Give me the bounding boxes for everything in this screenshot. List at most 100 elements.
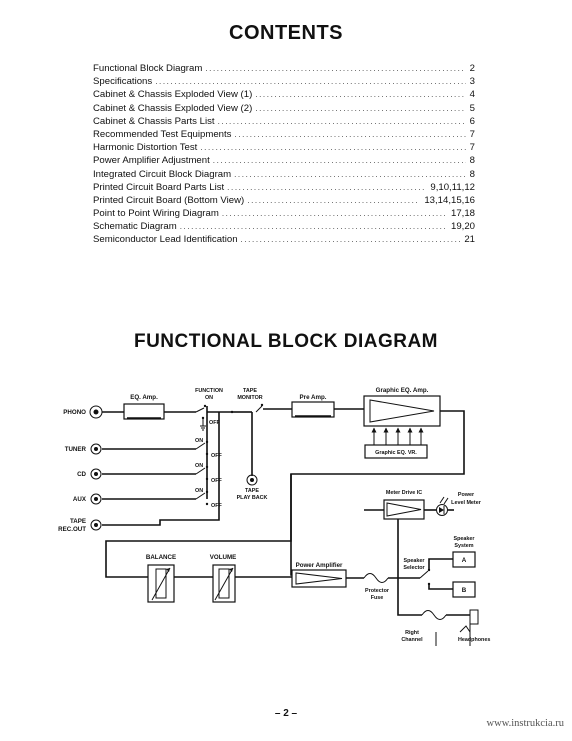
cd-jack-icon [90,468,102,480]
tape-playback-label-line2: PLAY BACK [237,495,268,501]
toc-label: Cabinet & Chassis Exploded View (1) [93,89,253,101]
speaker-a-line [428,558,453,570]
table-of-contents: Functional Block Diagram................… [93,62,475,247]
toc-leader-dots: ........................................… [227,182,426,192]
headphones-label: Headphones [458,637,490,643]
graphic-eq-vr-label: Graphic EQ. VR. [375,450,417,456]
protector-fuse-icon [363,573,389,583]
toc-leader-dots: ........................................… [155,77,465,87]
toc-entry-ic-block-diagram: Integrated Circuit Block Diagram........… [93,168,475,181]
off-label-aux: OFF [211,503,222,509]
toc-leader-dots: ........................................… [179,222,447,232]
toc-entry-parts-list: Cabinet & Chassis Parts List............… [93,115,475,128]
toc-entry-schematic-diagram: Schematic Diagram.......................… [93,220,475,233]
toc-label: Printed Circuit Board Parts List [93,181,225,193]
tape-rec-out-jack-icon [90,519,102,531]
volume-variable-resistor-icon [214,567,234,601]
eq-amp-label: EQ. Amp. [130,394,158,401]
toc-entry-semiconductor-lead-id: Semiconductor Lead Identification.......… [93,233,475,246]
headphone-line [397,578,422,616]
toc-label: Functional Block Diagram [93,63,203,74]
balance-label: BALANCE [146,554,176,561]
phono-label: PHONO [63,409,86,416]
power-level-meter-led-icon [436,496,449,516]
tuner-label: TUNER [65,446,87,453]
toc-label: Schematic Diagram [93,221,177,233]
pre-amp-block [291,401,335,418]
watermark-url: www.instrukcia.ru [486,718,564,729]
speaker-system-label-line2: System [454,543,473,549]
phono-jack-icon [89,405,103,419]
on-label-aux: ON [195,488,203,494]
toc-page: 6 [469,115,475,127]
toc-leader-dots: ........................................… [240,235,461,245]
functional-block-diagram-title: FUNCTIONAL BLOCK DIAGRAM [133,331,438,352]
meter-drive-ic-label: Meter Drive IC [386,490,422,496]
toc-page: 2 [469,63,475,74]
toc-entry-pcb-bottom-view: Printed Circuit Board (Bottom View).....… [93,194,475,207]
speaker-selector-label-line2: Selector [403,565,425,571]
tape-monitor-label-line2: MONITOR [237,395,262,401]
power-amplifier-label: Power Amplifier [296,562,343,569]
toc-leader-dots: ........................................… [234,129,465,139]
toc-page: 4 [469,89,475,101]
toc-page: 21 [464,234,475,246]
toc-leader-dots: ........................................… [212,156,466,166]
toc-label: Harmonic Distortion Test [93,142,198,154]
toc-page: 9,10,11,12 [430,181,475,193]
tuner-jack-icon [90,443,102,455]
power-level-meter-label-line2: Level Meter [451,500,482,506]
toc-label: Specifications [93,76,153,88]
toc-label: Printed Circuit Board (Bottom View) [93,194,245,206]
toc-label: Power Amplifier Adjustment [93,155,210,167]
page-number: – 2 – [274,708,298,719]
speaker-a-label: A [462,557,467,564]
speaker-a-block [452,551,476,568]
toc-leader-dots: ........................................… [200,143,465,153]
on-label-cd: ON [195,463,203,469]
tape-rec-out-label-line2: REC.OUT [58,526,86,533]
right-channel-label-line2: Channel [401,637,423,643]
speaker-b-block [452,581,476,598]
tape-playback-label-line1: TAPE [245,488,259,494]
protector-fuse-label-line1: Protector [365,588,390,594]
toc-leader-dots: ........................................… [247,195,420,205]
off-label-phono: OFF [209,420,220,426]
toc-entry-functional-block-diagram: Functional Block Diagram................… [93,62,475,75]
speaker-selector-switch [419,568,431,586]
power-level-meter-label-line1: Power [458,492,475,498]
toc-label: Integrated Circuit Block Diagram [93,168,232,180]
eq-amp-block [123,403,165,420]
toc-entry-harmonic-distortion-test: Harmonic Distortion Test................… [93,141,475,154]
graphic-eq-vr-arrows [371,427,424,445]
volume-label: VOLUME [210,554,236,561]
toc-page: 19,20 [450,221,475,233]
off-label-cd: OFF [211,478,222,484]
speaker-selector-label-line1: Speaker [404,558,426,564]
aux-label: AUX [73,496,87,503]
off-label-tuner: OFF [211,453,222,459]
toc-page: 8 [469,155,475,167]
toc-leader-dots: ........................................… [255,103,466,113]
toc-page: 5 [469,102,475,114]
toc-page: 7 [469,128,475,140]
toc-leader-dots: ........................................… [221,209,447,219]
on-label-tuner: ON [195,438,203,444]
toc-page: 7 [469,142,475,154]
contents-title: CONTENTS [229,22,343,44]
function-switch-phono: OFF [195,404,220,431]
function-label-line2: ON [205,395,213,401]
tape-rec-out-label-line1: TAPE [70,518,86,525]
to-balance-line [105,474,292,578]
toc-label: Cabinet & Chassis Parts List [93,115,215,127]
toc-entry-specifications: Specifications..........................… [93,75,475,88]
headphone-resistor-icon [421,610,447,620]
aux-jack-icon [90,493,102,505]
balance-variable-resistor-icon [151,567,171,601]
graphic-eq-amp-triangle [369,399,435,423]
speaker-b-label: B [462,587,467,594]
toc-leader-dots: ........................................… [217,116,466,126]
speaker-b-line [428,584,453,590]
headphones-jack-icon [435,609,479,646]
